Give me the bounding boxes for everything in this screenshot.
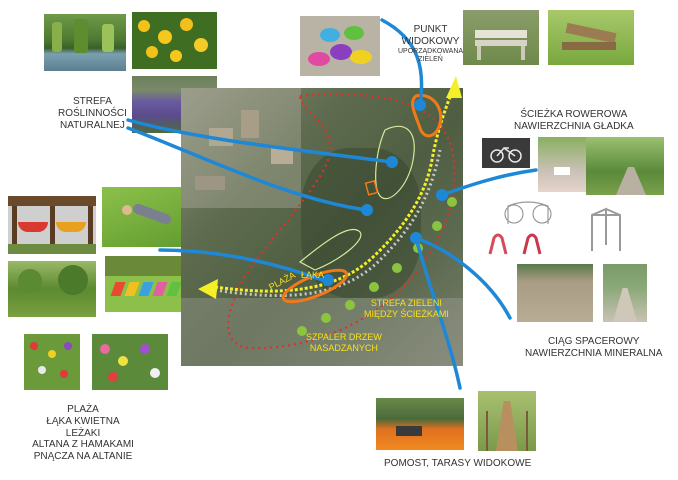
bike-path-line — [214, 91, 454, 293]
photo-gravel-alley — [603, 264, 647, 322]
grey-path — [214, 149, 442, 298]
label-sciezka-rowerowa: ŚCIEŻKA ROWEROWA NAWIERZCHNIA GŁADKA — [514, 109, 634, 132]
map-label-strefa-zieleni: STREFA ZIELENI MIĘDZY ŚCIEŻKAMI — [364, 298, 449, 319]
photo-tyre-planters — [300, 16, 380, 76]
photo-bike-rack-red — [484, 232, 556, 256]
photo-platform-flowers — [376, 398, 464, 450]
meadow-outline-2 — [375, 125, 415, 200]
connector-strefa-2 — [126, 126, 369, 212]
viewpoint-area — [411, 93, 443, 138]
photo-gravel-path — [517, 264, 593, 322]
map-label-szpaler: SZPALER DRZEW NASADZANYCH — [306, 332, 382, 353]
map-label-laka: ŁĄKA — [301, 270, 325, 280]
connector-rowerowa — [440, 168, 538, 197]
pavilion-marker — [364, 179, 379, 196]
tree-row — [297, 197, 457, 336]
connector-dots — [322, 99, 448, 286]
photo-tree-alley — [586, 137, 664, 195]
connector-strefa-1 — [126, 118, 394, 164]
label-strefa-roslinnosci: STREFA ROŚLINNOŚCI NATURALNEJ — [58, 96, 127, 131]
photo-pond — [44, 14, 126, 71]
label-ciag-spacerowy: CIĄG SPACEROWY NAWIERZCHNIA MINERALNA — [525, 336, 663, 359]
connector-plaza — [158, 248, 330, 284]
photo-hammock-pavilion — [8, 196, 96, 254]
path-arrow-left — [198, 279, 218, 299]
photo-bike-rack-drawing — [498, 196, 564, 228]
meadow-outline-1 — [298, 229, 362, 271]
photo-boardwalk — [478, 391, 536, 451]
photo-flower-meadow-1 — [24, 334, 80, 390]
photo-bike-rack-steel — [584, 205, 634, 255]
photo-bike-path — [538, 137, 586, 192]
connector-punkt — [380, 18, 424, 107]
photo-bike-sign — [482, 138, 530, 168]
label-punkt-widokowy: PUNKT WIDOKOWY UPORZĄDKOWANA ZIELEŃ — [398, 24, 464, 63]
photo-flower-meadow-2 — [92, 334, 168, 390]
bike-icon — [490, 146, 522, 163]
label-plaza-list: PLAŻA ŁĄKA KWIETNA LEŻAKI ALTANA Z HAMAK… — [32, 404, 134, 463]
photo-bench-1 — [463, 10, 539, 65]
connector-pomost — [414, 236, 462, 390]
photo-loungers — [105, 256, 191, 312]
label-pomost: POMOST, TARASY WIDOKOWE — [384, 458, 532, 469]
photo-garden-trees — [8, 261, 96, 317]
zone-boundary — [227, 93, 456, 350]
path-arrow-top — [446, 76, 462, 98]
photo-yellow-flowers — [132, 12, 217, 69]
connector-spacerowy — [414, 236, 512, 320]
photo-bench-2 — [548, 10, 634, 65]
